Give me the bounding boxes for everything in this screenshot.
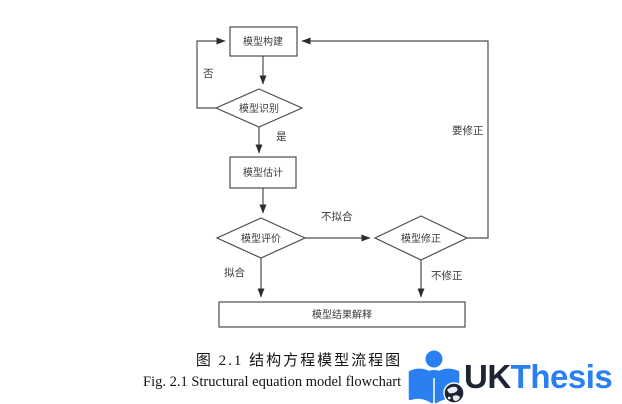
edge-label-need-modify: 要修正 <box>452 124 484 137</box>
connector-identify-no-loop <box>196 37 226 109</box>
connector-modify-loop-to-build <box>301 37 489 239</box>
figure-caption-en: Fig. 2.1 Structural equation model flowc… <box>143 374 402 390</box>
logo-wordmark: UKThesis <box>464 358 613 395</box>
edge-label-fit: 拟合 <box>224 266 245 279</box>
node-build-box <box>229 26 298 57</box>
node-interpret-label: 模型结果解释 <box>312 308 372 321</box>
edge-label-no-modify: 不修正 <box>431 269 463 282</box>
node-estimate-box <box>229 156 297 189</box>
ukthesis-logo: UKThesis <box>406 346 622 404</box>
node-estimate-label: 模型估计 <box>243 166 283 179</box>
edge-label-not-fit: 不拟合 <box>321 210 353 223</box>
node-modify-label: 模型修正 <box>401 232 441 245</box>
connector-group <box>196 37 489 298</box>
logo-text-thesis: Thesis <box>510 358 613 395</box>
edge-label-yes: 是 <box>276 131 287 143</box>
node-interpret-box <box>218 301 466 328</box>
node-identify-diamond <box>214 88 304 128</box>
figure-caption-zh: 图 2.1 结构方程模型流程图 <box>195 353 403 369</box>
node-evaluate-diamond <box>215 217 307 259</box>
node-identify-label: 模型识别 <box>239 102 279 115</box>
globe-icon <box>443 382 465 404</box>
logo-text-uk: UK <box>464 358 511 395</box>
node-build-label: 模型构建 <box>243 35 283 48</box>
node-evaluate-label: 模型评价 <box>241 232 281 245</box>
edge-label-no: 否 <box>203 68 214 80</box>
reader-book-icon <box>408 350 465 404</box>
node-group <box>214 26 469 328</box>
node-modify-diamond <box>373 215 469 261</box>
